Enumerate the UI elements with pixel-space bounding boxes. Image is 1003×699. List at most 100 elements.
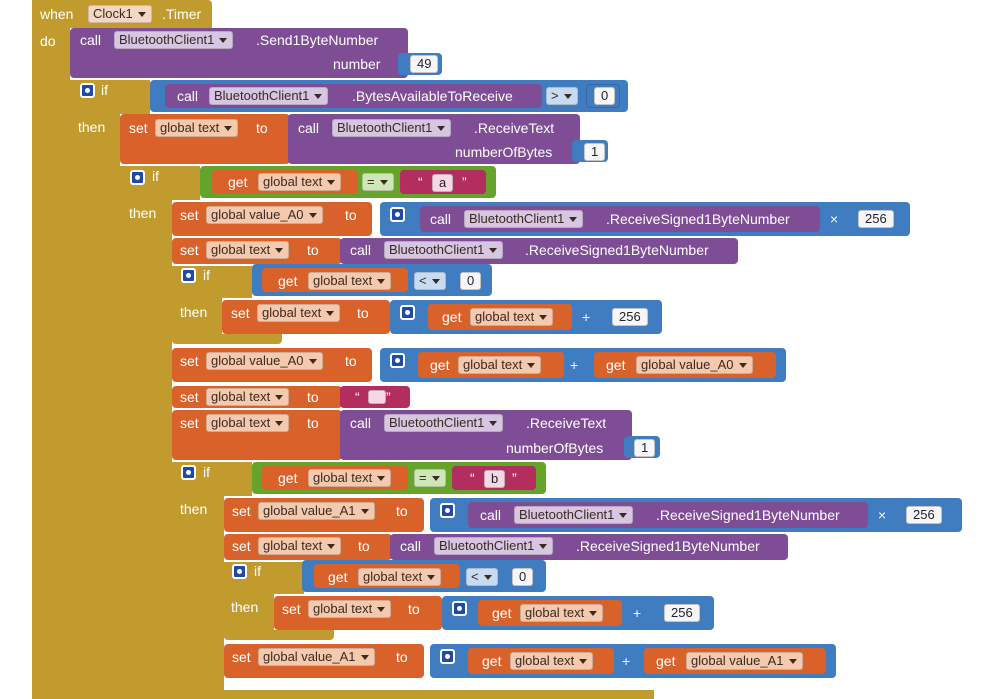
variable-dropdown[interactable]: global text xyxy=(155,119,239,137)
then-label: then xyxy=(78,119,106,135)
multiplier-256-field[interactable]: 256 xyxy=(906,506,942,524)
variable-dropdown[interactable]: global text xyxy=(510,652,594,670)
variable-dropdown[interactable]: global text xyxy=(206,241,290,259)
variable-dropdown[interactable]: global text xyxy=(257,304,341,322)
compare-operator-dropdown[interactable]: < xyxy=(414,272,446,290)
variable-dropdown[interactable]: global value_A1 xyxy=(258,648,375,666)
get-label: get xyxy=(328,569,348,585)
variable-dropdown[interactable]: global text xyxy=(358,568,442,586)
mutator-gear-icon[interactable] xyxy=(452,601,467,616)
compare-operator-dropdown[interactable]: < xyxy=(466,568,498,586)
one-value-field[interactable]: 1 xyxy=(634,439,656,457)
get-label: get xyxy=(606,357,626,373)
call-label: call xyxy=(298,120,320,136)
open-quote-label: “ xyxy=(470,470,475,486)
if-block-outer-rail xyxy=(70,80,120,699)
variable-dropdown[interactable]: global text xyxy=(520,604,604,622)
bluetooth-component-dropdown[interactable]: BluetoothClient1 xyxy=(384,241,504,259)
to-label: to xyxy=(256,120,268,136)
addend-256-field[interactable]: 256 xyxy=(612,308,648,326)
bluetooth-component-dropdown[interactable]: BluetoothClient1 xyxy=(464,210,584,228)
if-block-negative-a-rail xyxy=(172,266,222,342)
get-label: get xyxy=(482,653,502,669)
zero-value-field[interactable]: 0 xyxy=(512,568,534,586)
get-label: get xyxy=(228,174,248,190)
variable-dropdown[interactable]: global value_A1 xyxy=(686,652,803,670)
variable-dropdown[interactable]: global value_A1 xyxy=(258,502,375,520)
zero-value-field[interactable]: 0 xyxy=(460,272,482,290)
send-method-label: .Send1ByteNumber xyxy=(256,32,379,48)
clock-component-dropdown[interactable]: Clock1 xyxy=(88,5,152,23)
receive-signed-method-label: .ReceiveSigned1ByteNumber xyxy=(525,242,709,258)
number-of-bytes-label: numberOfBytes xyxy=(455,144,553,160)
mutator-gear-icon[interactable] xyxy=(390,207,405,222)
receive-signed-method-label: .ReceiveSigned1ByteNumber xyxy=(656,507,840,523)
if-block-b-rail xyxy=(172,462,224,699)
variable-dropdown[interactable]: global text xyxy=(258,537,342,555)
if-label: if xyxy=(152,168,159,184)
mutator-gear-icon[interactable] xyxy=(181,465,196,480)
get-label: get xyxy=(656,653,676,669)
set-label: set xyxy=(282,601,301,617)
bluetooth-component-dropdown[interactable]: BluetoothClient1 xyxy=(434,537,554,555)
mutator-gear-icon[interactable] xyxy=(181,268,196,283)
bluetooth-component-dropdown[interactable]: BluetoothClient1 xyxy=(209,87,329,105)
set-label: set xyxy=(180,207,199,223)
variable-dropdown[interactable]: global value_A0 xyxy=(206,352,323,370)
bluetooth-component-dropdown[interactable]: BluetoothClient1 xyxy=(332,119,452,137)
compare-operator-dropdown[interactable]: = xyxy=(362,173,394,191)
to-label: to xyxy=(307,242,319,258)
receive-text-method-label: .ReceiveText xyxy=(526,415,607,431)
bluetooth-component-dropdown[interactable]: BluetoothClient1 xyxy=(514,506,634,524)
to-label: to xyxy=(345,207,357,223)
multiplier-256-field[interactable]: 256 xyxy=(858,210,894,228)
variable-dropdown[interactable]: global text xyxy=(308,600,392,618)
mutator-gear-icon[interactable] xyxy=(440,649,455,664)
addend-256-field[interactable]: 256 xyxy=(664,604,700,622)
one-value-field[interactable]: 1 xyxy=(584,143,606,161)
compare-operator-dropdown[interactable]: = xyxy=(414,469,446,487)
bytes-available-method-label: .BytesAvailableToReceive xyxy=(352,88,513,104)
next-block-stub xyxy=(224,690,654,699)
variable-dropdown[interactable]: global text xyxy=(458,356,542,374)
call-label: call xyxy=(177,88,199,104)
variable-dropdown[interactable]: global text xyxy=(258,173,342,191)
mutator-gear-icon[interactable] xyxy=(390,353,405,368)
variable-dropdown[interactable]: global text xyxy=(206,414,290,432)
variable-dropdown[interactable]: global text xyxy=(308,469,392,487)
number-of-bytes-label: numberOfBytes xyxy=(506,440,604,456)
set-label: set xyxy=(180,389,199,405)
compare-operator-dropdown[interactable]: > xyxy=(546,87,578,105)
bluetooth-component-dropdown[interactable]: BluetoothClient1 xyxy=(114,31,234,49)
to-label: to xyxy=(345,353,357,369)
variable-dropdown[interactable]: global value_A0 xyxy=(206,206,323,224)
call-label: call xyxy=(400,538,422,554)
number-value-field[interactable]: 49 xyxy=(410,55,439,73)
plus-operator-label: + xyxy=(633,605,642,621)
get-label: get xyxy=(278,470,298,486)
variable-dropdown[interactable]: global text xyxy=(308,272,392,290)
mutator-gear-icon[interactable] xyxy=(440,503,455,518)
variable-dropdown[interactable]: global text xyxy=(470,308,554,326)
plus-operator-label: + xyxy=(570,357,579,373)
mutator-gear-icon[interactable] xyxy=(130,170,145,185)
variable-dropdown[interactable]: global value_A0 xyxy=(636,356,753,374)
string-b-field[interactable]: b xyxy=(484,470,506,488)
zero-value-field[interactable]: 0 xyxy=(594,87,616,105)
variable-dropdown[interactable]: global text xyxy=(206,388,290,406)
call-label: call xyxy=(430,211,452,227)
to-label: to xyxy=(396,649,408,665)
mutator-gear-icon[interactable] xyxy=(232,564,247,579)
empty-string-field[interactable] xyxy=(368,390,386,404)
string-a-field[interactable]: a xyxy=(432,174,454,192)
mutator-gear-icon[interactable] xyxy=(400,305,415,320)
bluetooth-component-dropdown[interactable]: BluetoothClient1 xyxy=(384,414,504,432)
if-block-a-rail xyxy=(120,166,172,699)
set-label: set xyxy=(232,503,251,519)
if-label: if xyxy=(203,267,210,283)
set-label: set xyxy=(232,649,251,665)
mutator-gear-icon[interactable] xyxy=(80,83,95,98)
get-label: get xyxy=(430,357,450,373)
call-label: call xyxy=(80,32,102,48)
call-label: call xyxy=(480,507,502,523)
